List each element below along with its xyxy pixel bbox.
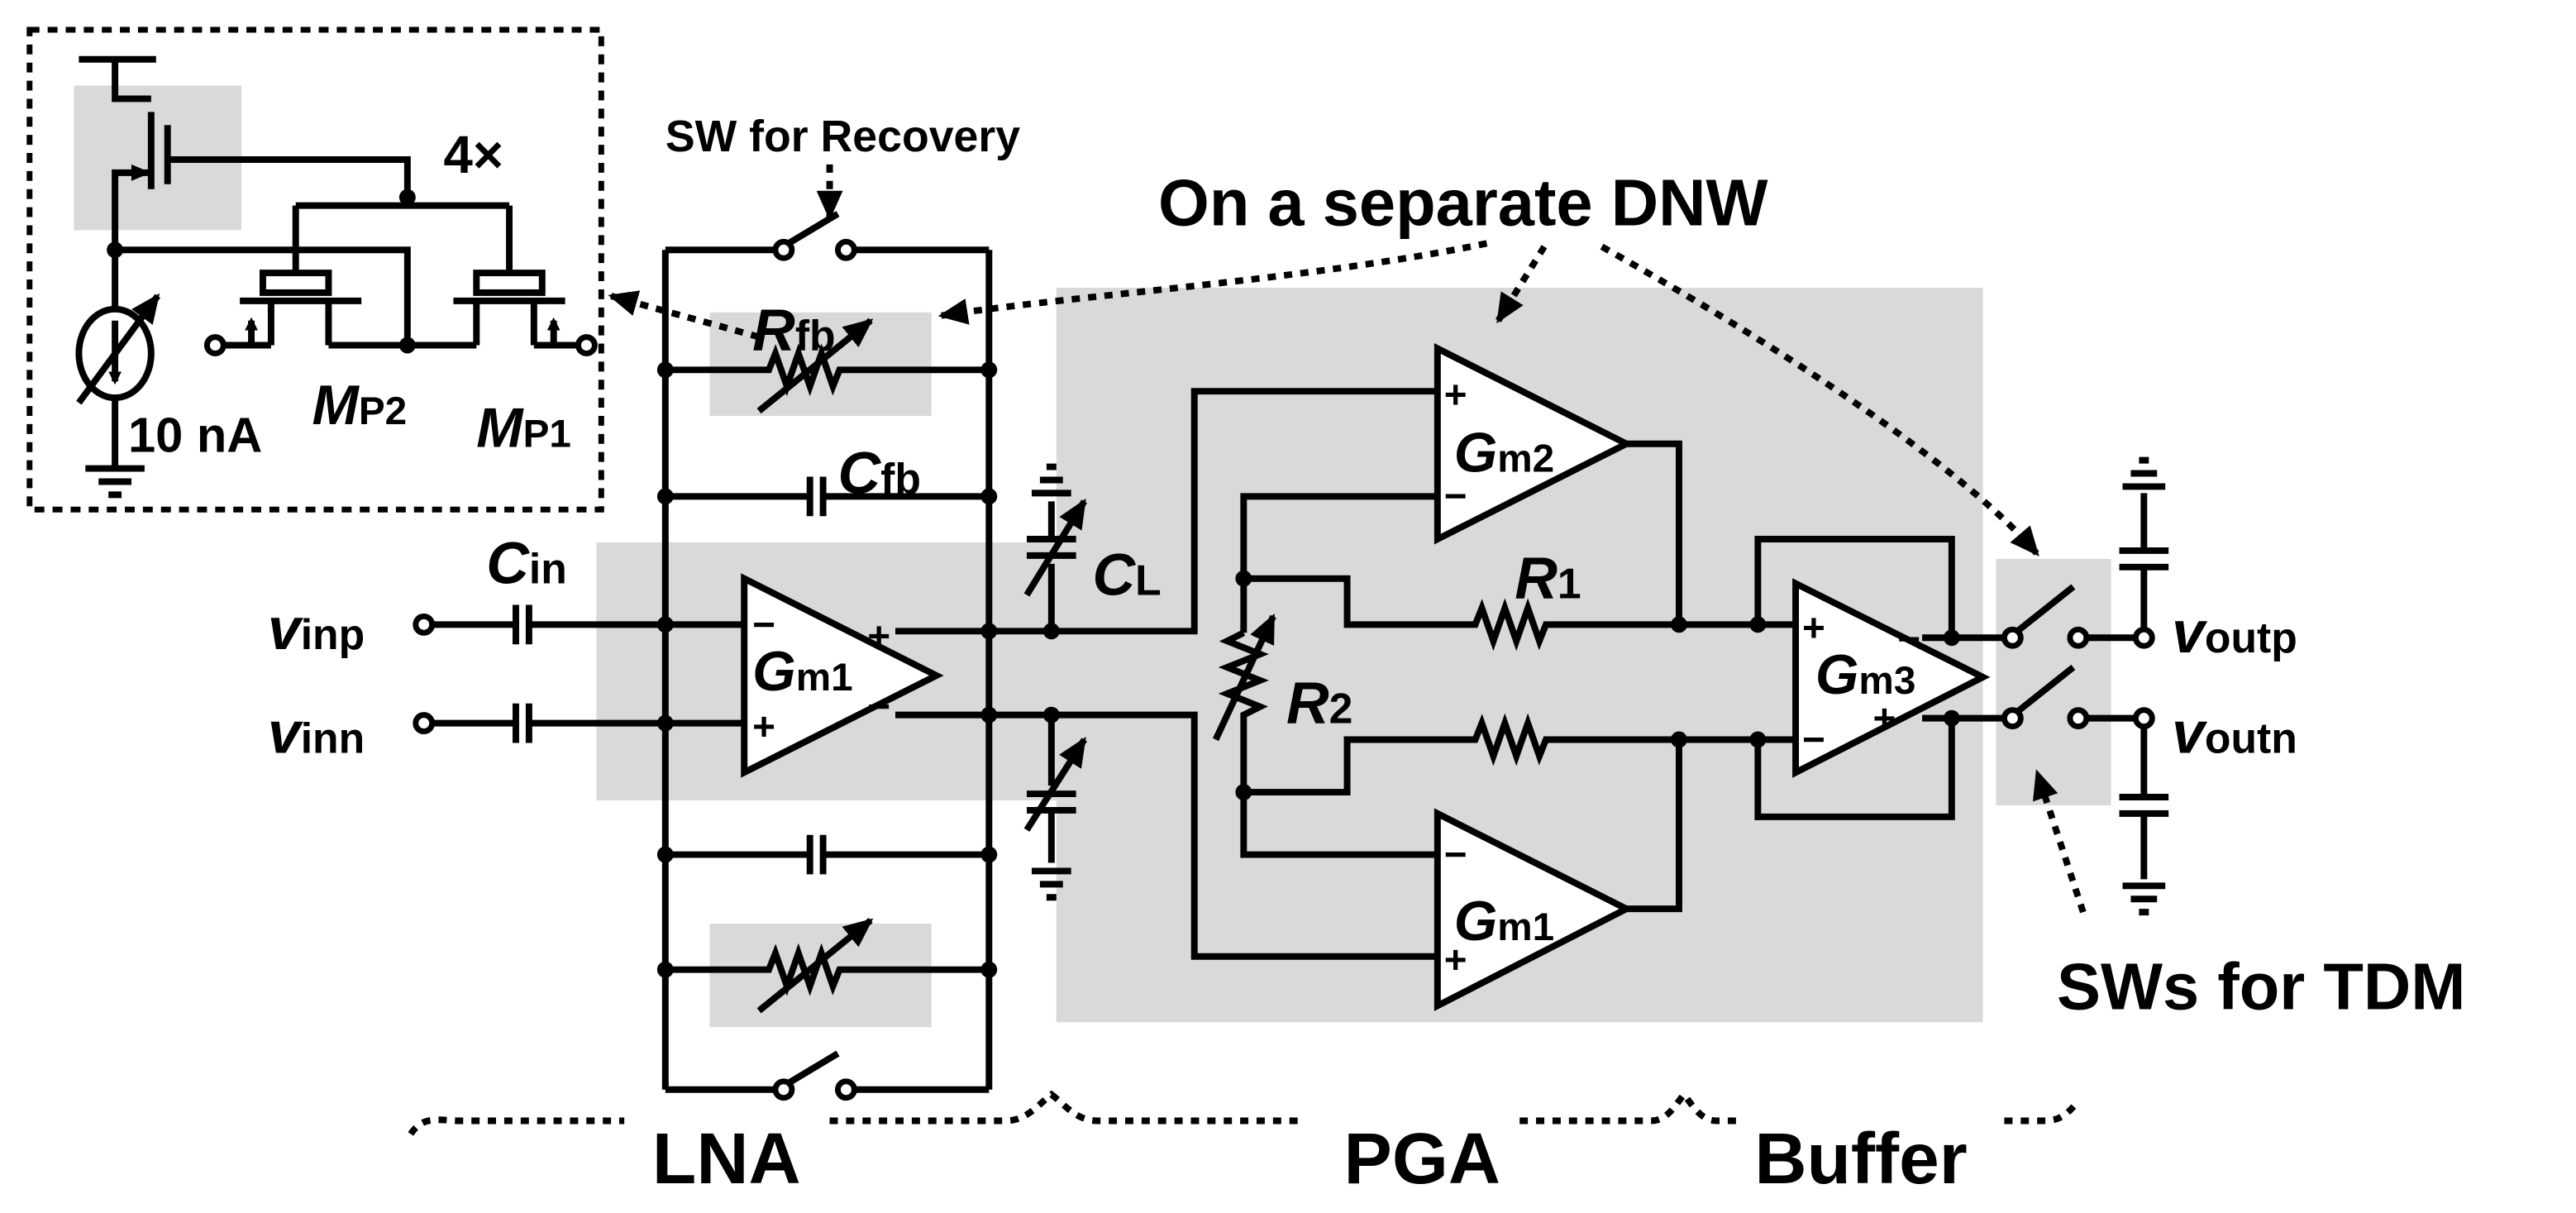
dnw-arrow-inset <box>608 290 761 341</box>
vinn-label: vinn <box>268 700 365 766</box>
multiplier-label: 4× <box>444 126 503 184</box>
vinp-label: vinp <box>268 596 365 662</box>
rfb-label: Rfb <box>752 297 835 363</box>
svg-text:−: − <box>752 603 775 647</box>
svg-text:−: − <box>867 685 890 729</box>
svg-text:+: + <box>1444 938 1467 982</box>
svg-text:+: + <box>867 614 890 658</box>
gm1-pga-label: Gm1 <box>1454 891 1554 953</box>
r2-label: R2 <box>1286 671 1352 737</box>
lna-stage: vinp vinn Cin Rfb Cfb − + + − Gm1 CL <box>268 211 1438 1101</box>
voutn-label: voutn <box>2172 700 2297 766</box>
cl-label: CL <box>1093 542 1162 609</box>
mp2-label: MP2 <box>312 375 408 437</box>
dnw-arrow-switches <box>1600 243 2040 556</box>
svg-text:−: − <box>1444 475 1467 518</box>
svg-text:+: + <box>1802 606 1825 650</box>
sws-tdm-annotation: SWs for TDM <box>2057 949 2465 1023</box>
gm2-amplifier <box>1433 343 1634 545</box>
pseudo-resistor-inset: 4× 10 nA MP2 MP1 <box>26 26 604 513</box>
svg-text:−: − <box>1444 833 1467 876</box>
svg-text:+: + <box>1872 697 1896 741</box>
buffer-stage: + − − + Gm3 voutp voutn <box>1749 456 2297 916</box>
section-pga: PGA <box>1344 1118 1500 1199</box>
dnw-annotation: On a separate DNW <box>1158 165 1767 239</box>
sws-tdm-arrow <box>2033 769 2087 914</box>
current-label: 10 nA <box>128 408 262 463</box>
r1-label: R1 <box>1515 546 1581 612</box>
gm3-label: Gm3 <box>1815 644 1915 706</box>
gm2-label: Gm2 <box>1454 423 1554 485</box>
svg-text:−: − <box>1897 618 1920 661</box>
gm1-lna-label: Gm1 <box>752 641 852 703</box>
mp1-label: MP1 <box>476 398 571 460</box>
sw-recovery-annotation: SW for Recovery <box>665 112 1020 161</box>
section-buffer: Buffer <box>1754 1118 1967 1199</box>
svg-text:−: − <box>1802 718 1825 762</box>
gm3-amplifier <box>1792 578 1991 778</box>
section-brackets <box>408 1089 2081 1136</box>
svg-text:+: + <box>752 704 775 748</box>
current-source-icon <box>75 293 160 405</box>
inset-dashed-border <box>26 26 604 513</box>
pga-stage: + − Gm2 − + Gm1 R1 R2 <box>1212 343 1796 1011</box>
cin-label: Cin <box>486 531 567 597</box>
dnw-arrow-pga <box>1495 245 1548 324</box>
dnw-shade-rbottom <box>709 924 932 1028</box>
gm1-lna-amplifier <box>741 573 944 778</box>
section-lna: LNA <box>652 1118 801 1199</box>
svg-text:+: + <box>1444 373 1467 417</box>
cfb-label: Cfb <box>837 440 920 506</box>
voutp-label: voutp <box>2172 599 2297 666</box>
gm1-pga-amplifier <box>1433 808 1634 1011</box>
